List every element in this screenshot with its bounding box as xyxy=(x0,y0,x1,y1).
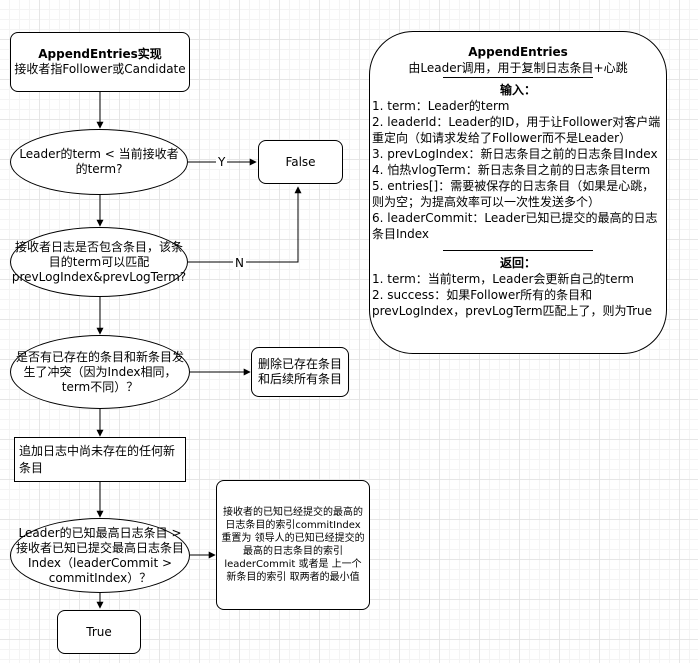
decision-log-match[interactable]: 接收者日志是否包含条目，该条目的term可以匹配prevLogIndex&pre… xyxy=(10,227,188,297)
append-entries-text: 追加日志中尚未存在的任何新条目 xyxy=(19,443,176,475)
decision-term-text: Leader的term < 当前接收者的term? xyxy=(19,147,179,176)
delete-entries-node[interactable]: 删除已存在条目和后续所有条目 xyxy=(251,347,349,397)
edge-log-to-false xyxy=(188,186,302,263)
input-item: 3. prevLogIndex：新日志条目之前的日志条目Index xyxy=(372,147,658,161)
decision-term-check[interactable]: Leader的term < 当前接收者的term? xyxy=(10,129,188,195)
false-text: False xyxy=(285,154,316,169)
append-entries-node[interactable]: 追加日志中尚未存在的任何新条目 xyxy=(14,437,186,482)
panel-divider-top xyxy=(443,77,593,78)
edge-label-yes: Y xyxy=(216,155,228,169)
decision-commit-text: Leader的已知最高日志条目 > 接收者已知已提交最高日志条目Index（le… xyxy=(15,525,184,585)
true-text: True xyxy=(86,624,112,639)
delete-entries-text: 删除已存在条目和后续所有条目 xyxy=(257,357,342,386)
decision-commit[interactable]: Leader的已知最高日志条目 > 接收者已知已提交最高日志条目Index（le… xyxy=(10,518,190,593)
panel-title: AppendEntries xyxy=(468,45,568,59)
return-item: 2. success：如果Follower所有的条目和prevLogIndex，… xyxy=(372,288,653,318)
panel-subtitle: 由Leader调用，用于复制日志条目+心跳 xyxy=(408,61,628,75)
input-item: 6. leaderCommit：Leader已知已提交的最高的日志条目Index xyxy=(372,211,658,241)
commit-index-note[interactable]: 接收者的已知已经提交的最高的日志条目的索引commitIndex 重置为 领导人… xyxy=(216,480,370,610)
input-item: 1. term：Leader的term xyxy=(372,99,510,113)
true-node[interactable]: True xyxy=(57,610,141,654)
decision-conflict-text: 是否有已存在的条目和新条目发生了冲突（因为Index相同，term不同）？ xyxy=(15,349,184,394)
input-item: 5. entries[]：需要被保存的日志条目（如果是心跳，则为空；为提高效率可… xyxy=(372,179,655,209)
returns-header: 返回： xyxy=(499,256,536,270)
commit-index-text: 接收者的已知已经提交的最高的日志条目的索引commitIndex 重置为 领导人… xyxy=(221,507,365,583)
edge-label-no: N xyxy=(233,256,246,270)
panel-divider-bottom xyxy=(443,250,593,251)
start-subtitle: 接收者指Follower或Candidate xyxy=(14,62,186,76)
return-item: 1. term：当前term，Leader会更新自己的term xyxy=(372,272,634,286)
start-title: AppendEntries实现 xyxy=(38,47,162,61)
input-item: 2. leaderId：Leader的ID，用于让Follower对客户端重定向… xyxy=(372,115,661,145)
inputs-header: 输入： xyxy=(499,83,536,97)
decision-log-text: 接收者日志是否包含条目，该条目的term可以匹配prevLogIndex&pre… xyxy=(11,239,187,284)
decision-conflict[interactable]: 是否有已存在的条目和新条目发生了冲突（因为Index相同，term不同）？ xyxy=(10,335,190,409)
rpc-description-panel: AppendEntries 由Leader调用，用于复制日志条目+心跳 输入： … xyxy=(369,31,667,354)
false-node[interactable]: False xyxy=(258,140,343,184)
start-node[interactable]: AppendEntries实现 接收者指Follower或Candidate xyxy=(10,32,190,92)
input-item: 4. 怕热vlogTerm：新日志条目之前的日志条目term xyxy=(372,163,651,177)
